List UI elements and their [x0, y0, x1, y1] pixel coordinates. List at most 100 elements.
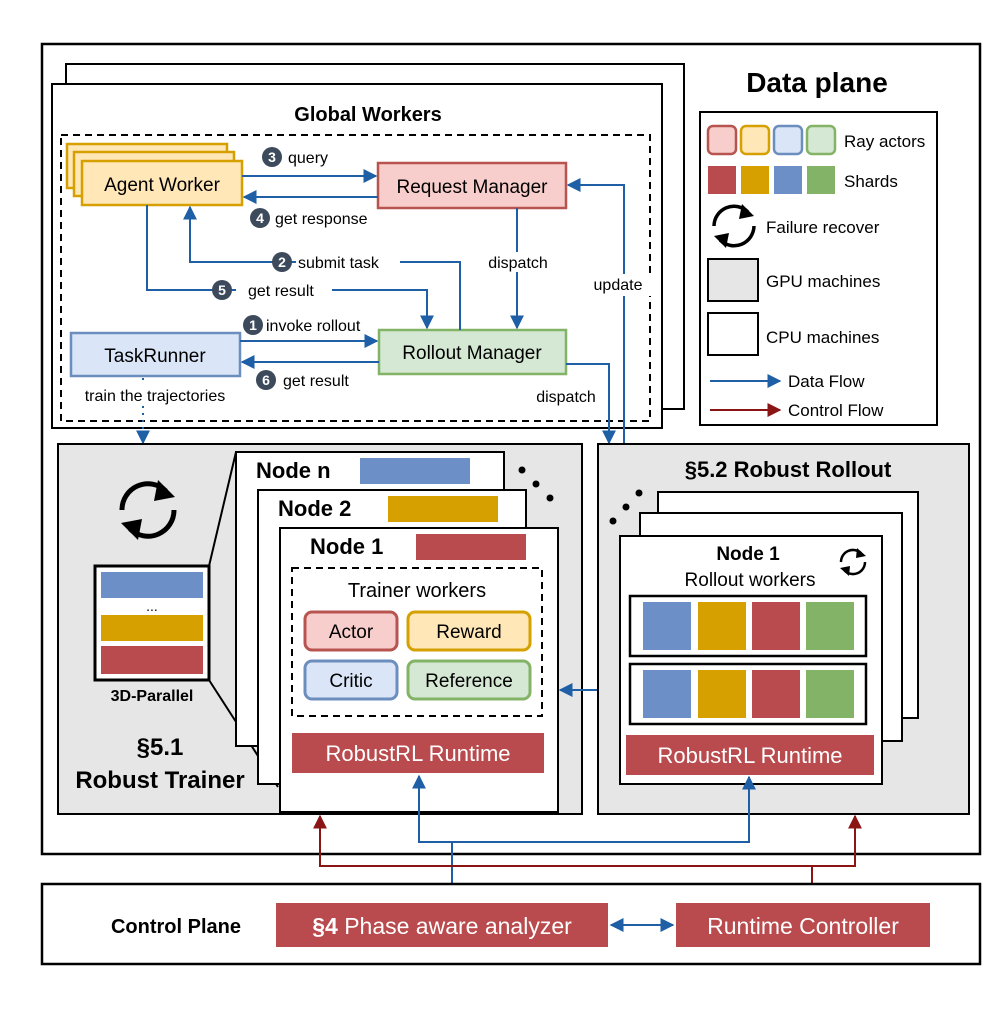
trainer-recover-icon — [119, 480, 177, 540]
rollout-shard-2-red — [752, 670, 800, 718]
parallel-shard-blue — [101, 572, 203, 598]
request-manager-label: Request Manager — [396, 177, 548, 198]
runtime-controller-label: Runtime Controller — [707, 913, 899, 939]
robust-rollout-title: §5.2 Robust Rollout — [685, 457, 892, 482]
step-3-label: query — [288, 150, 328, 167]
data-plane-title: Data plane — [746, 67, 888, 98]
rollout-shard-2-orange — [698, 670, 746, 718]
analyzer-label: §4 Phase aware analyzer — [312, 913, 572, 939]
step-6-label: get result — [283, 373, 349, 390]
step-2-label: submit task — [298, 255, 380, 272]
get-result-5-label-bg — [236, 280, 332, 300]
reward-worker — [406, 610, 532, 652]
trainer-node-n-shard — [360, 458, 470, 484]
train-label-bg — [66, 385, 244, 405]
update-arrow — [566, 178, 625, 445]
analyzer-rollout-flow — [452, 775, 756, 843]
global-workers-title: Global Workers — [294, 104, 441, 126]
trainer-node-1-shard — [416, 534, 526, 560]
trainer-runtime-bar — [292, 733, 544, 773]
submit-task-label-bg — [296, 252, 400, 272]
step-6-number: 6 — [262, 372, 270, 388]
rollout-workers-title: Rollout workers — [685, 570, 816, 591]
rollout-shard-1-blue — [643, 602, 691, 650]
step-4-badge — [250, 208, 270, 228]
task-runner-label: TaskRunner — [104, 346, 206, 367]
actor-label: Actor — [329, 622, 374, 643]
train-label: train the trajectories — [85, 388, 226, 405]
critic-worker — [303, 659, 399, 701]
legend-ray-actors — [706, 124, 837, 156]
dispatch-outer-arrow — [566, 363, 616, 445]
parallel-shard-orange — [101, 615, 203, 641]
trainer-more-nodes-dots — [518, 466, 554, 502]
legend-data-flow-label: Data Flow — [788, 372, 865, 391]
dispatch-inner-label: dispatch — [488, 255, 548, 272]
trainer-workers-dashed-region — [291, 567, 543, 717]
runtime-controller-box — [676, 903, 930, 947]
control-plane-title: Control Plane — [111, 916, 241, 938]
rollout-node-1-label: Node 1 — [716, 544, 780, 565]
dispatch-inner-label-bg — [482, 252, 554, 272]
step-5-number: 5 — [218, 282, 226, 298]
trainer-node-2-shard — [388, 496, 498, 522]
reference-label: Reference — [425, 671, 513, 692]
step-6-badge — [256, 370, 276, 390]
legend-shards — [708, 166, 835, 194]
trainer-section-name: Robust Trainer — [75, 767, 244, 794]
step-2-number: 2 — [278, 254, 286, 270]
step-2-badge — [272, 252, 292, 272]
actor-worker — [303, 610, 399, 652]
analyzer-text: Phase aware analyzer — [344, 913, 572, 939]
step-1-label: invoke rollout — [266, 318, 361, 335]
task-runner-box — [69, 331, 242, 378]
step-5-label: get result — [248, 283, 314, 300]
rollout-shard-2-blue — [643, 670, 691, 718]
update-label: update — [594, 277, 643, 294]
agent-worker-label: Agent Worker — [104, 175, 220, 196]
request-manager-box — [376, 161, 568, 210]
trainer-node-1-label: Node 1 — [310, 534, 383, 559]
step-1-number: 1 — [249, 317, 257, 333]
trainer-node-2-label: Node 2 — [278, 496, 351, 521]
step-3-badge — [262, 147, 282, 167]
parallel-label: 3D-Parallel — [111, 688, 194, 705]
trainer-node-n-label: Node n — [256, 458, 331, 483]
rollout-manager-box — [377, 328, 568, 376]
controller-rollout-control — [812, 814, 862, 867]
legend-recover-icon — [712, 204, 756, 248]
dispatch-outer-label: dispatch — [536, 389, 596, 406]
legend-cpu-label: CPU machines — [766, 328, 879, 347]
update-label-bg — [584, 274, 656, 296]
trainer-section-num: §5.1 — [137, 734, 184, 761]
rollout-shard-2-green — [806, 670, 854, 718]
legend-failure-recover-label: Failure recover — [766, 218, 880, 237]
step-5-badge — [212, 280, 232, 300]
parallel-ellipsis: ... — [146, 598, 158, 614]
rollout-manager-label: Rollout Manager — [402, 343, 542, 364]
legend-control-flow-label: Control Flow — [788, 401, 884, 420]
rollout-shard-1-green — [806, 602, 854, 650]
trainer-runtime-label: RobustRL Runtime — [325, 741, 510, 766]
dispatch-outer-label-bg — [528, 386, 604, 406]
legend-gpu-swatch — [707, 258, 759, 302]
zoom-line-top — [208, 451, 237, 567]
analyzer-prefix: §4 — [312, 913, 338, 939]
reference-worker — [406, 659, 532, 701]
step-3-number: 3 — [268, 149, 276, 165]
step-4-number: 4 — [256, 210, 264, 226]
legend-ray-actors-label: Ray actors — [844, 132, 925, 151]
legend-shards-label: Shards — [844, 172, 898, 191]
reward-label: Reward — [436, 622, 501, 643]
legend-gpu-label: GPU machines — [766, 272, 880, 291]
agent-worker-box — [80, 159, 244, 207]
rollout-recover-icon — [839, 548, 867, 576]
rollout-runtime-label: RobustRL Runtime — [657, 743, 842, 768]
rollout-shard-1-red — [752, 602, 800, 650]
step-1-badge — [243, 315, 263, 335]
parallel-shard-red — [101, 646, 203, 674]
analyzer-trainer-flow — [412, 774, 459, 902]
rollout-runtime-bar — [626, 735, 874, 775]
rollout-shard-1-orange — [698, 602, 746, 650]
